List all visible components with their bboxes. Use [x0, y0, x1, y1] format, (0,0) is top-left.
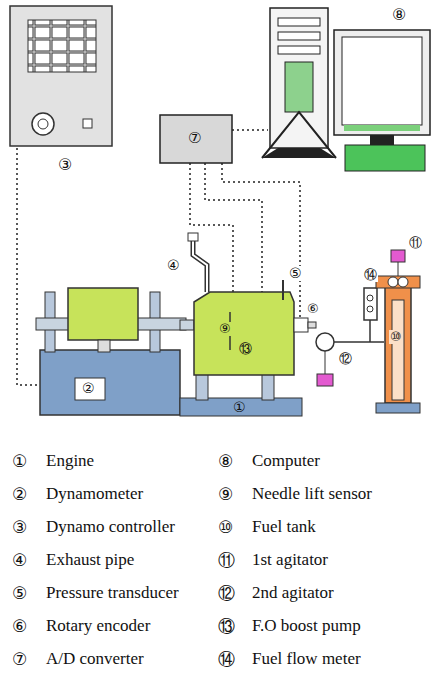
callout-number: ⑩ [389, 330, 403, 344]
fuel-system [316, 250, 420, 413]
callout-number: ① [232, 400, 247, 415]
dynamometer [36, 288, 186, 415]
part-name: Dynamometer [46, 485, 143, 504]
callout-number: ⑥ [306, 302, 320, 316]
dynamo-controller [10, 6, 112, 146]
callout-number: ⑥ [12, 617, 27, 636]
callout-number: ③ [58, 156, 72, 174]
callout-number: ① [12, 452, 27, 471]
callout-number: ⑫ [218, 584, 235, 603]
part-name: Rotary encoder [46, 617, 150, 636]
callout-number: ④ [166, 258, 181, 273]
callout-number: ⑭ [218, 650, 235, 669]
part-name: Engine [46, 452, 94, 471]
callout-number: ② [12, 485, 27, 504]
callout-number: ⑩ [218, 518, 233, 537]
part-name: 2nd agitator [252, 584, 334, 603]
callout-number: ④ [12, 551, 27, 570]
callout-number: ⑬ [238, 342, 253, 356]
part-name: Exhaust pipe [46, 551, 134, 570]
part-name: Pressure transducer [46, 584, 179, 603]
callout-number: ⑭ [363, 268, 378, 282]
part-name: 1st agitator [252, 551, 328, 570]
computer [262, 8, 430, 171]
part-name: Fuel flow meter [252, 650, 361, 669]
part-name: Fuel tank [252, 518, 316, 537]
callout-number: ⑤ [288, 266, 303, 281]
callout-number: ⑨ [218, 322, 232, 336]
part-name: Computer [252, 452, 320, 471]
ad-converter [160, 115, 232, 163]
callout-number: ⑪ [408, 236, 423, 250]
callout-number: ⑧ [218, 452, 233, 471]
callout-number: ⑬ [218, 617, 235, 636]
callout-number: ③ [12, 518, 27, 537]
callout-number: ⑫ [338, 352, 353, 366]
callout-number: ⑦ [187, 130, 202, 147]
callout-number: ⑧ [392, 6, 406, 24]
callout-number: ⑤ [12, 584, 27, 603]
part-name: F.O boost pump [252, 617, 361, 636]
part-name: Needle lift sensor [252, 485, 372, 504]
callout-number: ⑦ [12, 650, 27, 669]
shaft [180, 320, 194, 330]
part-name: A/D converter [46, 650, 144, 669]
part-name: Dynamo controller [46, 518, 175, 537]
callout-number: ⑨ [218, 485, 233, 504]
callout-number: ⑪ [218, 551, 235, 570]
engine [180, 233, 316, 416]
callout-number: ② [81, 381, 96, 396]
signal-wire [17, 130, 300, 385]
